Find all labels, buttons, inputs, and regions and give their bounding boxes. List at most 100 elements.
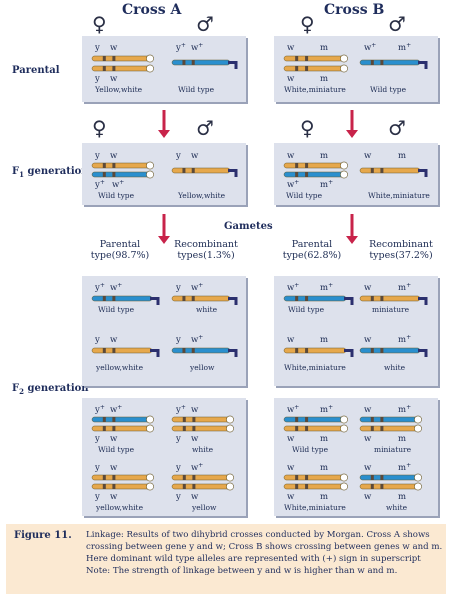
panel-label: White,miniature (368, 191, 430, 200)
gene-band (380, 60, 384, 65)
caption-line-4: Note: The strength of linkage between y … (86, 566, 398, 576)
figure-caption: Linkage: Results of two dihybrid crosses… (86, 529, 442, 577)
chromosome-hook (418, 297, 428, 305)
allele-label: w (287, 492, 295, 502)
caption-line-2: crossing between gene y and w; Cross B s… (86, 542, 443, 552)
gene-band (182, 168, 186, 173)
allele-label: w (287, 335, 295, 345)
gene-band (102, 417, 106, 422)
gene-band (305, 417, 309, 422)
chromosome-bar (91, 295, 153, 302)
allele-label: w (191, 434, 199, 444)
female-icon: ♀ (300, 12, 315, 36)
chromosome-bar (91, 65, 153, 72)
chromosome-bar (359, 425, 421, 432)
down-arrow-icon (158, 236, 170, 244)
chromosome-bar (359, 59, 421, 66)
allele-label: w+ (287, 179, 299, 190)
allele-label: y (94, 151, 100, 161)
gene-band (102, 66, 106, 71)
centromere (146, 161, 154, 170)
chromosome-bar (283, 483, 347, 490)
allele-label: m (320, 434, 328, 444)
gene-band (191, 168, 195, 173)
allele-label: y (175, 492, 181, 502)
gene-band (295, 172, 299, 177)
allele-label: w+ (287, 282, 299, 293)
centromere (414, 482, 422, 491)
allele-label: w (364, 492, 372, 502)
cross-b-header: Cross B (324, 2, 385, 18)
chromosome-bar (91, 55, 153, 62)
allele-label: w (110, 434, 118, 444)
allele-label: y+ (175, 404, 186, 415)
gene-band (370, 60, 374, 65)
gene-band (370, 426, 374, 431)
chromosome-bar (283, 162, 347, 169)
allele-label: y+ (175, 42, 186, 53)
centromere (146, 64, 154, 73)
allele-label: y (94, 434, 100, 444)
panel-label: Wild type (98, 305, 135, 314)
gene-band (102, 426, 106, 431)
gene-band (305, 484, 309, 489)
panel-label: Yellow,white (94, 85, 143, 94)
chromosome-bar (283, 55, 347, 62)
centromere (226, 473, 234, 482)
gene-band (102, 348, 106, 353)
chromosome-bar (283, 171, 347, 178)
allele-label: m (320, 463, 328, 473)
centromere (340, 482, 348, 491)
chromosome-hook (150, 349, 160, 357)
allele-label: w (287, 43, 295, 53)
panel-a-gametes (82, 276, 246, 386)
gene-band (370, 475, 374, 480)
gene-band (112, 56, 116, 61)
panel-label: White,miniature (284, 503, 346, 512)
caption-line-3: Here dominant wild type alleles are repr… (86, 554, 421, 564)
panel-label: white (192, 445, 214, 454)
chromosome-bar (359, 295, 421, 302)
gene-band (191, 60, 195, 65)
allele-label: w (287, 151, 295, 161)
down-arrow-icon (158, 130, 170, 138)
panel-label: yellow,white (95, 503, 144, 512)
gene-band (380, 417, 384, 422)
centromere (340, 473, 348, 482)
chromosome-bar (359, 483, 421, 490)
centromere (226, 424, 234, 433)
panel-label: white (196, 305, 218, 314)
centromere (146, 170, 154, 179)
row-label-f1: F1 generation (12, 166, 89, 179)
gene-band (192, 484, 196, 489)
centromere (414, 415, 422, 424)
gene-band (112, 296, 116, 301)
allele-label: y (94, 335, 100, 345)
gene-band (112, 172, 116, 177)
gene-band (192, 417, 196, 422)
allele-label: y (175, 283, 181, 293)
gene-band (305, 475, 309, 480)
gene-band (295, 66, 299, 71)
centromere (146, 415, 154, 424)
chromosome-bar (283, 416, 347, 423)
allele-label: w (110, 335, 118, 345)
allele-label: w (364, 151, 372, 161)
allele-label: m (320, 74, 328, 84)
gene-band (380, 426, 384, 431)
allele-label: y (175, 335, 181, 345)
centromere (146, 424, 154, 433)
figure-number: Figure 11. (14, 530, 72, 541)
panel-label: White,miniature (284, 363, 346, 372)
allele-label: w (364, 283, 372, 293)
allele-label: m+ (398, 42, 411, 53)
allele-label: w (191, 405, 199, 415)
allele-label: m (320, 492, 328, 502)
allele-label: w (191, 492, 199, 502)
allele-label: w (364, 335, 372, 345)
down-arrow-icon (346, 130, 358, 138)
gene-band (305, 172, 309, 177)
gene-band (112, 66, 116, 71)
gene-band (182, 60, 186, 65)
